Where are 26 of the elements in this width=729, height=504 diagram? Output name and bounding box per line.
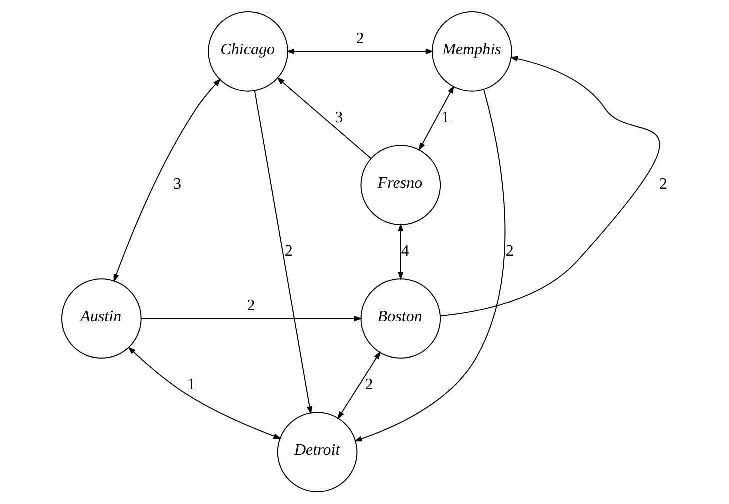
arrow bbox=[354, 90, 506, 442]
edge-label: 3 bbox=[172, 176, 181, 194]
arrow bbox=[286, 48, 434, 54]
arrow bbox=[113, 78, 221, 282]
node-circle: Fresno bbox=[360, 145, 441, 226]
arrow bbox=[128, 346, 282, 440]
node-circle: Austin bbox=[61, 278, 142, 359]
arrow bbox=[276, 77, 372, 159]
edge-label: 3 bbox=[334, 109, 343, 126]
edge-label: 2 bbox=[364, 376, 373, 394]
arrow bbox=[337, 351, 380, 420]
edge-label: 2 bbox=[284, 242, 292, 260]
node-circle: Chicago bbox=[208, 12, 288, 92]
edge-label: 1 bbox=[441, 109, 450, 126]
edge-label: 2 bbox=[246, 298, 255, 315]
node-circle: Memphis bbox=[432, 12, 512, 92]
edge-label: 2 bbox=[658, 176, 667, 194]
arrow bbox=[254, 90, 312, 415]
edge-label: 4 bbox=[400, 242, 409, 260]
arrow bbox=[140, 316, 362, 322]
edge-label: 2 bbox=[505, 242, 514, 260]
edge-label: 1 bbox=[187, 376, 196, 394]
arrow bbox=[440, 56, 660, 317]
arrow bbox=[418, 86, 454, 152]
arrow bbox=[398, 223, 404, 280]
edge-label: 2 bbox=[356, 30, 364, 48]
